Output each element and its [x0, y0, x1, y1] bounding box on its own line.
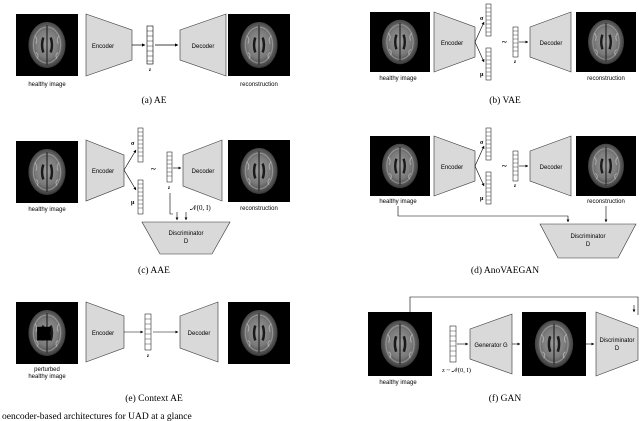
discriminator-d-label: D	[184, 239, 189, 245]
decoder-label: Decoder	[540, 165, 563, 171]
reconstruction-label: reconstruction	[587, 76, 625, 82]
generated-image	[522, 312, 586, 376]
latent-vector-z	[166, 151, 173, 183]
reconstruction-image	[576, 12, 636, 72]
healthy-image	[368, 312, 432, 376]
healthy-image-label: healthy image	[28, 82, 66, 88]
z-label: z	[514, 60, 517, 65]
reconstruction-label: reconstruction	[240, 206, 278, 212]
discriminator-d-label: D	[586, 242, 591, 248]
healthy-image-label: healthy image	[379, 199, 417, 205]
reconstruction-label: reconstruction	[587, 199, 625, 205]
mu-label: μ	[480, 72, 484, 78]
perturbed-image	[16, 302, 78, 364]
encoder-label: Encoder	[92, 169, 114, 175]
healthy-image-label: healthy image	[28, 207, 66, 213]
healthy-image-label: healthy image	[379, 380, 417, 386]
z-normal-label: z ~ 𝒩(0, I)	[442, 367, 471, 374]
z-label: z	[149, 68, 152, 73]
discriminator-label: Discriminator	[599, 338, 634, 344]
caption-c: (c) AAE	[138, 265, 170, 276]
z-label: z	[514, 184, 517, 189]
sigma-label: σ	[480, 140, 484, 146]
panel-vae: healthy image Encoder σ μ ~ z Decoder re…	[370, 3, 636, 106]
discriminator-label: Discriminator	[168, 231, 203, 237]
decoder-block	[179, 13, 227, 77]
caption-b: (b) VAE	[489, 95, 521, 106]
healthy-image	[16, 14, 78, 76]
mu-vector	[485, 171, 492, 205]
panel-ae: healthy image Encoder z Decoder reconstr…	[16, 13, 290, 106]
caption-d: (d) AnoVAEGAN	[471, 265, 539, 276]
perturbed-label-line2: healthy image	[28, 374, 66, 380]
generator-label: Generator G	[474, 343, 508, 349]
discriminator-block	[539, 223, 637, 259]
encoder-block	[85, 13, 133, 77]
discriminator-block	[595, 311, 639, 377]
mu-vector	[485, 47, 492, 81]
latent-vector-z	[146, 25, 154, 65]
sigma-vector	[485, 3, 492, 37]
healthy-image	[16, 141, 78, 203]
sigma-label: σ	[131, 141, 135, 147]
decoder-label: Decoder	[192, 44, 215, 50]
latent-vector-z	[449, 325, 457, 363]
decoder-label: Decoder	[192, 169, 215, 175]
caption-e: (e) Context AE	[125, 393, 183, 404]
caption-a: (a) AE	[141, 95, 166, 106]
reconstruction-image	[228, 140, 290, 202]
discriminator-d-label: D	[615, 346, 620, 352]
discriminator-block	[141, 221, 231, 255]
healthy-image	[370, 136, 430, 196]
encoder-block	[85, 301, 125, 363]
reconstruction-label: reconstruction	[240, 82, 278, 88]
panel-context-ae: perturbed healthy image Encoder z Decode…	[16, 301, 290, 404]
decoder-block	[529, 135, 572, 197]
panel-anovaegan: healthy image Encoder σ μ ~ z Decoder re…	[370, 127, 637, 276]
encoder-label: Encoder	[92, 44, 114, 50]
encoder-block	[85, 139, 125, 202]
encoder-block	[433, 11, 476, 73]
sample-tilde: ~	[151, 164, 156, 174]
decoder-block	[529, 11, 572, 73]
caption-f: (f) GAN	[489, 393, 522, 404]
sigma-label: σ	[480, 16, 484, 22]
discriminator-label: Discriminator	[570, 234, 605, 240]
mu-label: μ	[131, 200, 135, 206]
sample-tilde: ~	[502, 161, 507, 171]
healthy-image	[370, 12, 430, 72]
mu-label: μ	[480, 196, 484, 202]
encoder-label: Encoder	[441, 41, 463, 47]
healthy-image-label: healthy image	[379, 76, 417, 82]
generator-block	[469, 313, 513, 375]
encoder-label: Encoder	[441, 165, 463, 171]
reconstruction-image	[228, 302, 290, 364]
decoder-block	[179, 301, 219, 363]
latent-vector-z	[144, 313, 152, 351]
decoder-label: Decoder	[540, 41, 563, 47]
panel-gan: healthy image z ~ 𝒩(0, I) Generator G Di…	[368, 296, 639, 404]
reconstruction-image	[576, 136, 636, 196]
perturbed-label-line1: perturbed	[34, 367, 60, 373]
encoder-label: Encoder	[92, 331, 114, 337]
z-label: z	[168, 186, 171, 191]
sigma-vector	[137, 127, 144, 163]
sigma-vector	[485, 127, 492, 161]
z-label: z	[147, 354, 150, 359]
mu-vector	[137, 179, 144, 215]
reconstruction-image	[228, 14, 290, 76]
encoder-block	[433, 135, 476, 197]
sample-tilde: ~	[502, 37, 507, 47]
figure-caption: oencoder-based architectures for UAD at …	[2, 411, 192, 421]
decoder-block	[182, 139, 223, 202]
normal-distribution-label: 𝒩(0, I)	[190, 204, 211, 212]
decoder-label: Decoder	[188, 331, 211, 337]
latent-vector-z	[512, 26, 519, 58]
latent-vector-z	[512, 150, 519, 182]
panel-aae: healthy image Encoder σ μ ~ z Decoder re…	[16, 127, 290, 276]
